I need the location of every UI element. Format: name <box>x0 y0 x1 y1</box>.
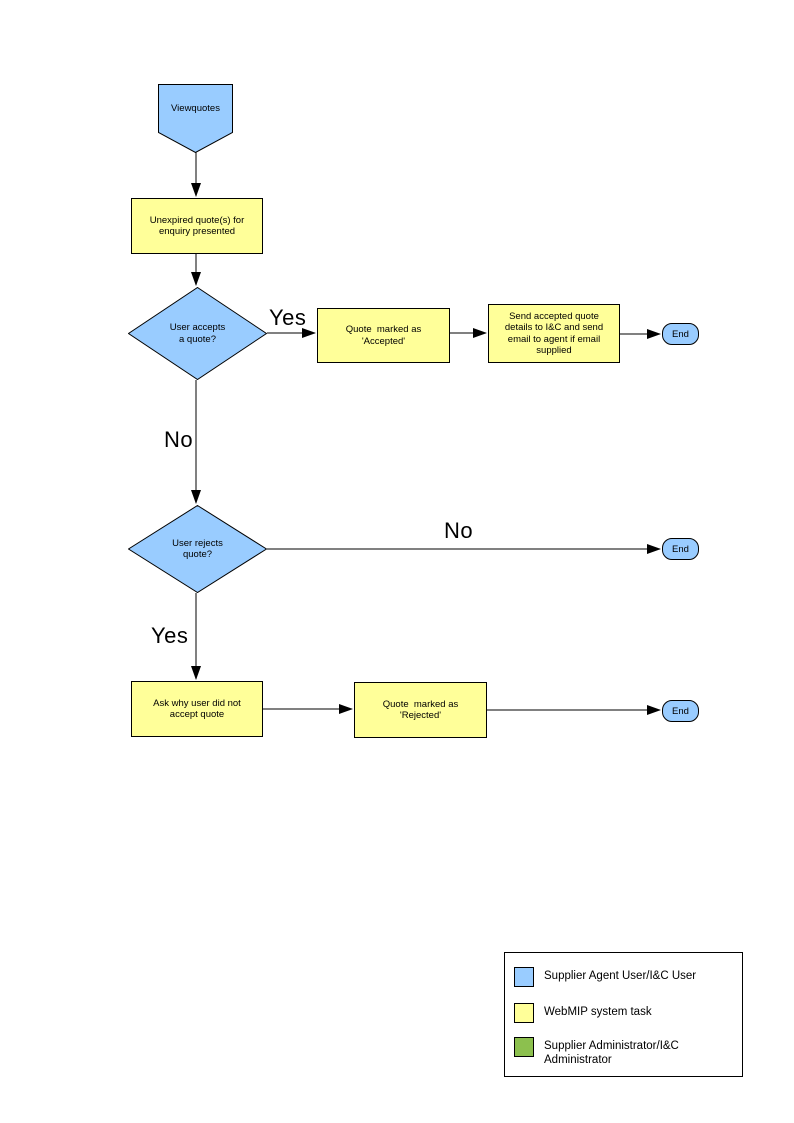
legend-item-supplier-administrator: Supplier Administrator/I&C Administrator <box>514 1037 729 1067</box>
edge-label-reject-no: No <box>444 518 474 543</box>
legend-label: Supplier Administrator/I&C Administrator <box>544 1040 679 1066</box>
decision-user-accepts-quote: User accepts a quote? <box>128 287 267 380</box>
legend-label: Supplier Agent User/I&C User <box>544 970 697 982</box>
diamond-shape <box>128 287 267 380</box>
pentagon-shape <box>158 84 233 153</box>
end-node-3-label: End <box>672 705 689 717</box>
decision-user-rejects-quote: User rejects quote? <box>128 505 267 593</box>
process-unexpired-quotes-label: Unexpired quote(s) for enquiry presented <box>149 214 245 238</box>
process-ask-why-not-accept-label: Ask why user did not accept quote <box>153 697 241 721</box>
process-ask-why-not-accept: Ask why user did not accept quote <box>131 681 263 737</box>
legend-swatch-yellow <box>514 1003 534 1023</box>
end-node-3: End <box>662 700 699 722</box>
end-node-1-label: End <box>672 328 689 340</box>
edge-label-accept-yes: Yes <box>269 305 307 330</box>
edge-label-accept-no: No <box>164 427 194 452</box>
end-node-2-label: End <box>672 543 689 555</box>
legend-item-webmip-system-task: WebMIP system task <box>514 1003 729 1023</box>
process-send-accepted-details-label: Send accepted quote details to I&C and s… <box>504 310 604 357</box>
legend-label: WebMIP system task <box>544 1006 652 1018</box>
legend-swatch-green <box>514 1037 534 1057</box>
legend-box: Supplier Agent User/I&C User WebMIP syst… <box>504 952 743 1077</box>
start-node-label: Viewquotes <box>171 103 220 115</box>
decision-user-accepts-quote-label: User accepts a quote? <box>169 322 226 345</box>
process-unexpired-quotes: Unexpired quote(s) for enquiry presented <box>131 198 263 254</box>
end-node-1: End <box>662 323 699 345</box>
end-node-2: End <box>662 538 699 560</box>
edge-label-reject-yes: Yes <box>151 623 189 648</box>
process-send-accepted-details: Send accepted quote details to I&C and s… <box>488 304 620 363</box>
decision-user-rejects-quote-label: User rejects quote? <box>172 537 223 561</box>
diamond-shape <box>128 505 267 593</box>
process-quote-marked-accepted-label: Quote marked as 'Accepted' <box>345 324 422 347</box>
process-quote-marked-accepted: Quote marked as 'Accepted' <box>317 308 450 363</box>
legend-item-supplier-agent-user: Supplier Agent User/I&C User <box>514 967 729 987</box>
legend-swatch-blue <box>514 967 534 987</box>
process-quote-marked-rejected-label: Quote marked as 'Rejected' <box>382 698 459 722</box>
start-node-viewquotes: Viewquotes <box>158 84 233 153</box>
process-quote-marked-rejected: Quote marked as 'Rejected' <box>354 682 487 738</box>
